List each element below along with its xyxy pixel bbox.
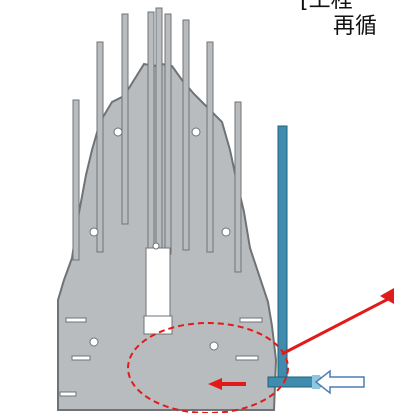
slot — [71, 355, 91, 361]
finger — [234, 101, 242, 273]
red-arrow-head — [208, 378, 222, 390]
finger — [164, 13, 172, 255]
plate-holes — [59, 127, 263, 397]
hole — [191, 127, 201, 137]
flow-indicator-red — [208, 378, 246, 390]
callout-line — [281, 294, 394, 356]
slot — [59, 391, 77, 397]
top-label: [工程 — [300, 0, 353, 13]
finger — [182, 19, 190, 251]
hole — [221, 227, 231, 237]
recirculation-pipe — [267, 125, 321, 389]
finger — [121, 13, 129, 225]
finger — [155, 7, 163, 259]
hole — [89, 227, 99, 237]
finger — [72, 99, 80, 261]
hole — [113, 127, 123, 137]
center-slot — [145, 247, 171, 321]
hole — [89, 337, 99, 347]
finger — [96, 41, 104, 253]
hole — [152, 242, 160, 250]
highlight-circle — [127, 322, 289, 413]
inflow-arrow-icon — [314, 369, 365, 395]
recirculation-label: 再循 — [333, 14, 378, 39]
finger — [206, 41, 214, 253]
hole — [209, 341, 219, 351]
slot — [235, 355, 259, 361]
slot — [65, 317, 87, 323]
slot — [239, 317, 263, 323]
callout-arrowhead — [380, 288, 394, 304]
plate-body — [57, 7, 278, 411]
finger — [147, 11, 155, 253]
pipe-vertical — [277, 125, 288, 383]
slot-bottom — [143, 315, 173, 335]
